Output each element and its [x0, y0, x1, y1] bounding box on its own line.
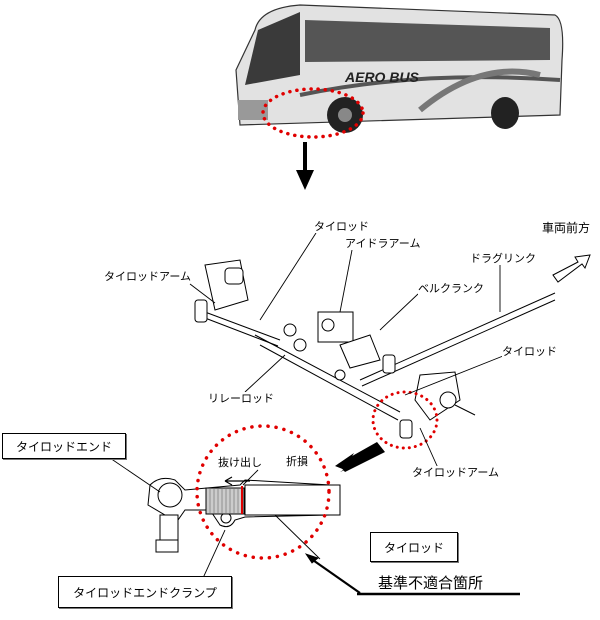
label-tie-rod-arm-left: タイロッドアーム: [104, 270, 192, 283]
label-vehicle-front: 車両前方: [542, 221, 591, 235]
label-drag-link: ドラグリンク: [470, 252, 536, 265]
callout-tie-rod: タイロッド: [370, 532, 458, 562]
steering-linkage: [194, 259, 556, 439]
bus-logo-text: AERO BUS: [344, 69, 420, 85]
label-tie-rod-arm-right: タイロッドアーム: [412, 466, 500, 479]
label-bell-crank: ベルクランク: [418, 282, 484, 295]
leader-lines: [189, 232, 504, 469]
detail-arrow-icon: [338, 442, 385, 472]
bus-illustration: [235, 4, 564, 139]
label-pull-out: 抜け出し: [218, 456, 262, 469]
pull-out-arrow-icon: [224, 476, 250, 486]
callout-tie-rod-end: タイロッドエンド: [2, 433, 126, 459]
tie-rod-end-detail: [147, 477, 341, 553]
label-idler-arm: アイドラアーム: [345, 237, 421, 250]
label-nonconforming-part: 基準不適合箇所: [378, 574, 484, 592]
highlight-circle-large: [195, 424, 331, 560]
front-direction-arrow-icon: [552, 254, 591, 283]
label-fracture: 折損: [286, 455, 308, 468]
highlight-circle-small: [371, 390, 439, 450]
thread-lines: [209, 489, 239, 513]
label-relay-rod: リレーロッド: [208, 392, 274, 405]
label-tie-rod-top: タイロッド: [314, 220, 369, 233]
label-tie-rod-right: タイロッド: [502, 345, 557, 358]
callout-tie-rod-end-clamp: タイロッドエンドクランプ: [58, 576, 232, 608]
down-arrow-icon: [296, 142, 314, 190]
